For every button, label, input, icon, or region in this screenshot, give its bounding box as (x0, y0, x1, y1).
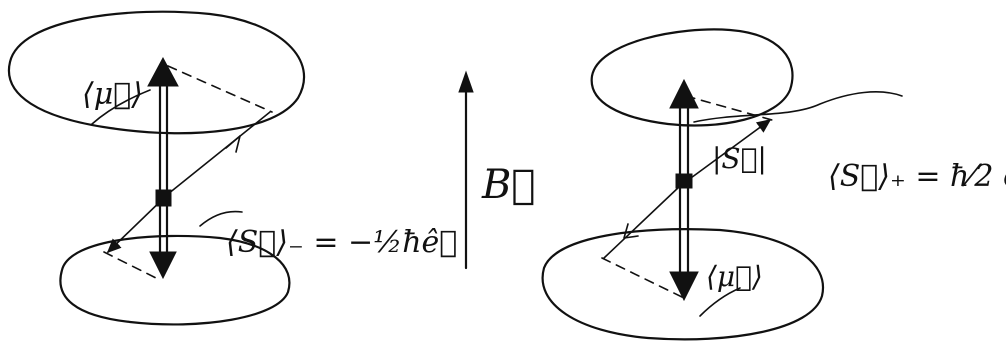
right-s-magnitude-label: |S⃗| (712, 142, 767, 175)
left-s-label-pointer (199, 210, 243, 227)
left-mu-arrowhead-up (147, 56, 179, 87)
right-axis-center-knot (675, 173, 693, 189)
left-top-dashed-radius (167, 65, 273, 113)
right-spin-arrowhead-up (669, 78, 699, 109)
right-spin-axis-line (678, 102, 690, 178)
right-spin-vector-lower-arrowhead (623, 223, 639, 239)
right-mu-label: ⟨μ⃗⟩ (706, 260, 763, 293)
left-spin-vector-arrowhead-mid (225, 135, 241, 153)
right-spin-up-figure: |S⃗| ⟨S⃗⟩₊ = ħ⁄2 ê𝓏 ⟨μ⃗⟩ (541, 28, 1006, 341)
right-s-expectation-label: ⟨S⃗⟩₊ = ħ⁄2 ê𝓏 (828, 159, 1006, 194)
right-mu-axis-line (678, 184, 690, 280)
left-top-precession-ellipse (7, 10, 306, 135)
right-mu-label-pointer (699, 287, 741, 317)
right-bottom-precession-ellipse (541, 228, 825, 341)
left-mu-axis-line (158, 80, 169, 194)
left-bottom-dashed-radius (103, 251, 161, 281)
left-s-expectation-label: ⟨S⃗⟩₋ = −½ħê𝓏 (226, 225, 457, 260)
left-bottom-precession-ellipse (59, 234, 291, 326)
right-s-label-pointer (693, 91, 903, 123)
right-top-precession-ellipse (590, 28, 794, 127)
right-mu-arrowhead-down (669, 271, 699, 302)
left-mu-label-pointer (91, 89, 151, 125)
left-spin-arrowhead-down (149, 251, 177, 280)
left-axis-center-knot (155, 189, 172, 207)
right-bottom-dashed-radius (601, 257, 685, 299)
magnetic-field-arrowhead (458, 70, 474, 93)
magnetic-field-label: B⃗ (481, 162, 535, 208)
left-spin-down-figure: ⟨μ⃗⟩ ⟨S⃗⟩₋ = −½ħê𝓏 (7, 10, 457, 326)
magnetic-field-indicator: B⃗ (458, 70, 535, 270)
left-mu-label: ⟨μ⃗⟩ (82, 77, 143, 112)
